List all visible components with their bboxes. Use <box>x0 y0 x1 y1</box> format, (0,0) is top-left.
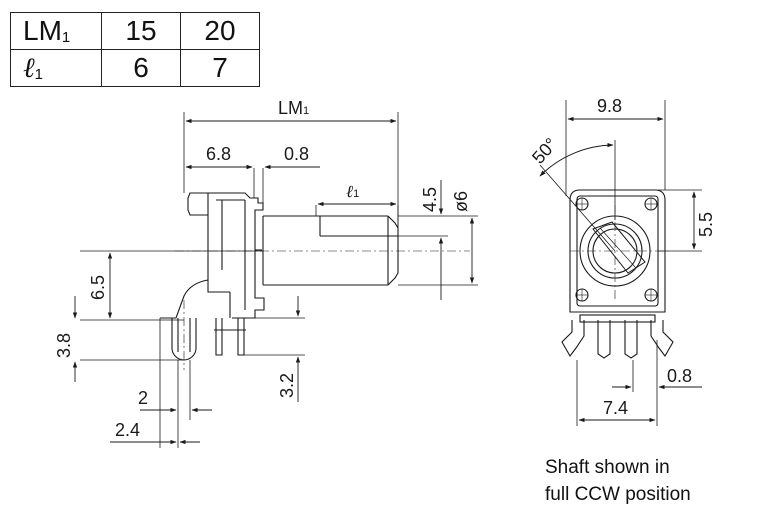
extension-lines <box>80 112 478 448</box>
front-center-lines <box>570 205 668 300</box>
dim-4-5-label: 4.5 <box>420 187 440 212</box>
dimension-table: LM1 15 20 ℓ1 6 7 <box>10 12 260 87</box>
center-lines <box>175 250 470 370</box>
caption-line-2: full CCW position <box>545 484 691 505</box>
table-row-l1: ℓ1 6 7 <box>10 49 260 87</box>
dim-5-5-label: 5.5 <box>696 212 716 237</box>
side-view-labels: LM1 6.8 0.8 ℓ1 4.5 ø6 6.5 3.8 3.2 2 2.4 <box>54 98 471 440</box>
l1-value-2: 7 <box>180 49 260 87</box>
lm1-value-2: 20 <box>180 12 260 50</box>
dim-dia-6-label: ø6 <box>451 191 471 212</box>
dim-7-4-label: 7.4 <box>603 398 628 418</box>
dim-2-label: 2 <box>138 388 148 408</box>
dim-6-8-label: 6.8 <box>206 144 231 164</box>
l1-value-1: 6 <box>101 49 181 87</box>
shaft <box>262 215 399 286</box>
dim-9-8-label: 9.8 <box>597 96 622 116</box>
front-view <box>539 100 702 426</box>
front-view-labels: 9.8 50° 5.5 0.8 7.4 <box>528 96 716 418</box>
lm1-value-1: 15 <box>101 12 181 50</box>
front-dimension-lines <box>539 116 702 423</box>
dimension-lines <box>72 118 475 445</box>
l1-dimension-label: ℓ1 <box>346 182 359 202</box>
lm1-dimension-label: LM1 <box>278 98 309 118</box>
table-row-lm1: LM1 15 20 <box>10 12 260 50</box>
mounting-holes <box>575 197 658 302</box>
dim-0-8-front-label: 0.8 <box>667 366 692 386</box>
terminal-pins <box>171 318 246 361</box>
side-view <box>72 112 478 448</box>
dim-0-8-label: 0.8 <box>284 144 309 164</box>
dim-6-5-label: 6.5 <box>88 275 108 300</box>
dim-2-4-label: 2.4 <box>115 420 140 440</box>
dim-3-8-label: 3.8 <box>54 333 74 358</box>
potentiometer-body-outline <box>160 192 265 319</box>
lm1-header: LM1 <box>10 12 102 50</box>
front-pins <box>561 320 674 359</box>
dim-3-2-label: 3.2 <box>277 373 297 398</box>
caption-line-1: Shaft shown in <box>545 457 670 478</box>
